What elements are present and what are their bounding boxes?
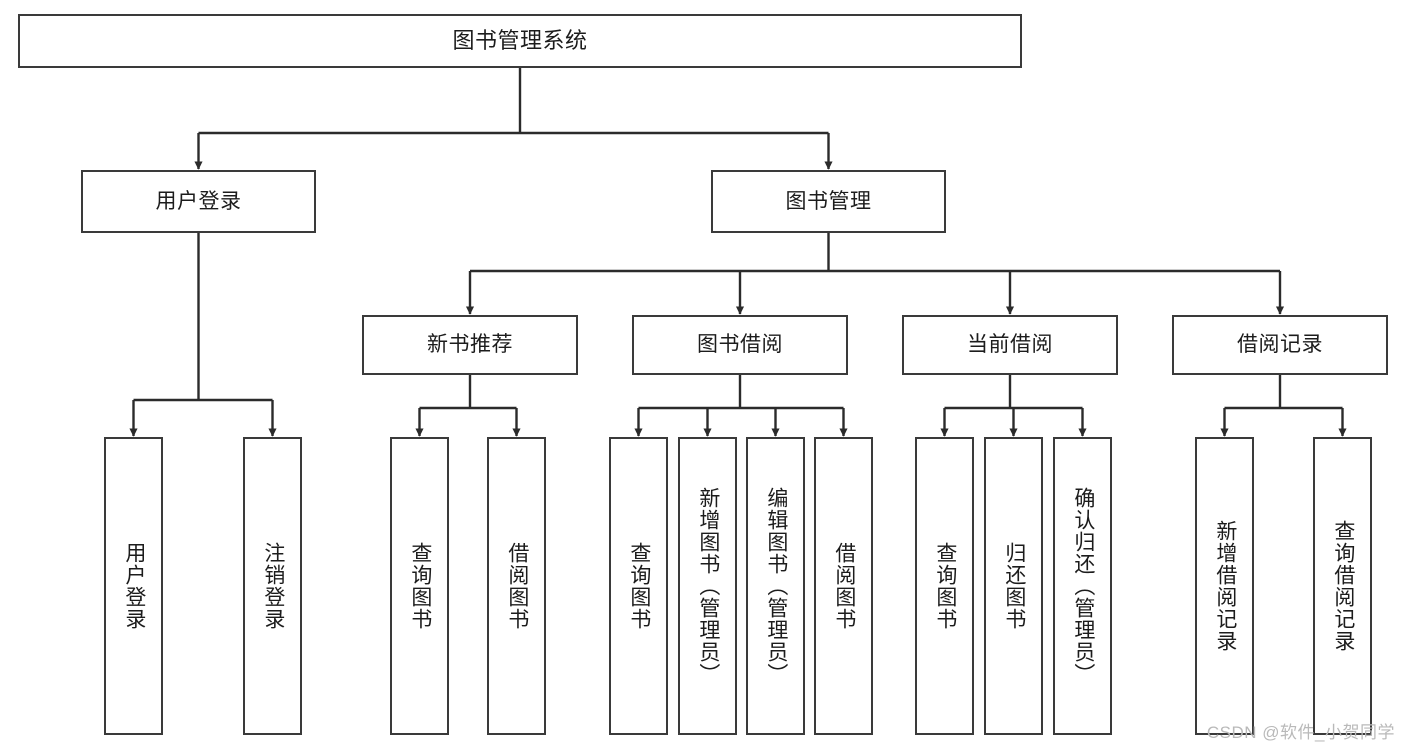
node-l8[interactable]: 借阅图书 <box>814 437 873 735</box>
node-l1[interactable]: 用户登录 <box>104 437 163 735</box>
node-l7[interactable]: 编辑图书（管理员） <box>746 437 805 735</box>
node-l3[interactable]: 查询图书 <box>390 437 449 735</box>
node-records[interactable]: 借阅记录 <box>1172 315 1388 375</box>
node-label: 借阅记录 <box>1237 333 1323 357</box>
node-label: 当前借阅 <box>967 333 1053 357</box>
node-root[interactable]: 图书管理系统 <box>18 14 1022 68</box>
node-label: 查询图书 <box>627 542 651 630</box>
node-label: 借阅图书 <box>505 542 529 630</box>
node-label: 图书借阅 <box>697 333 783 357</box>
watermark-text: CSDN @软件_小贺同学 <box>1206 723 1395 742</box>
node-l4[interactable]: 借阅图书 <box>487 437 546 735</box>
node-label: 编辑图书（管理员） <box>764 487 788 685</box>
node-label: 借阅图书 <box>832 542 856 630</box>
node-l5[interactable]: 查询图书 <box>609 437 668 735</box>
node-label: 查询图书 <box>933 542 957 630</box>
node-l13[interactable]: 查询借阅记录 <box>1313 437 1372 735</box>
node-label: 查询借阅记录 <box>1331 520 1355 652</box>
node-label: 新增图书（管理员） <box>696 487 720 685</box>
node-label: 归还图书 <box>1002 542 1026 630</box>
node-l6[interactable]: 新增图书（管理员） <box>678 437 737 735</box>
node-label: 新书推荐 <box>427 333 513 357</box>
node-label: 图书管理系统 <box>452 27 588 53</box>
node-label: 用户登录 <box>122 542 146 630</box>
node-current[interactable]: 当前借阅 <box>902 315 1118 375</box>
node-label: 确认归还（管理员） <box>1071 487 1095 685</box>
node-l11[interactable]: 确认归还（管理员） <box>1053 437 1112 735</box>
node-borrow[interactable]: 图书借阅 <box>632 315 848 375</box>
node-label: 查询图书 <box>408 542 432 630</box>
node-l9[interactable]: 查询图书 <box>915 437 974 735</box>
node-label: 新增借阅记录 <box>1213 520 1237 652</box>
node-bookmgmt[interactable]: 图书管理 <box>711 170 946 233</box>
node-label: 图书管理 <box>785 189 872 213</box>
node-newbook[interactable]: 新书推荐 <box>362 315 578 375</box>
node-login[interactable]: 用户登录 <box>81 170 316 233</box>
node-label: 注销登录 <box>261 542 285 630</box>
node-label: 用户登录 <box>155 189 242 213</box>
node-l12[interactable]: 新增借阅记录 <box>1195 437 1254 735</box>
node-l2[interactable]: 注销登录 <box>243 437 302 735</box>
node-l10[interactable]: 归还图书 <box>984 437 1043 735</box>
